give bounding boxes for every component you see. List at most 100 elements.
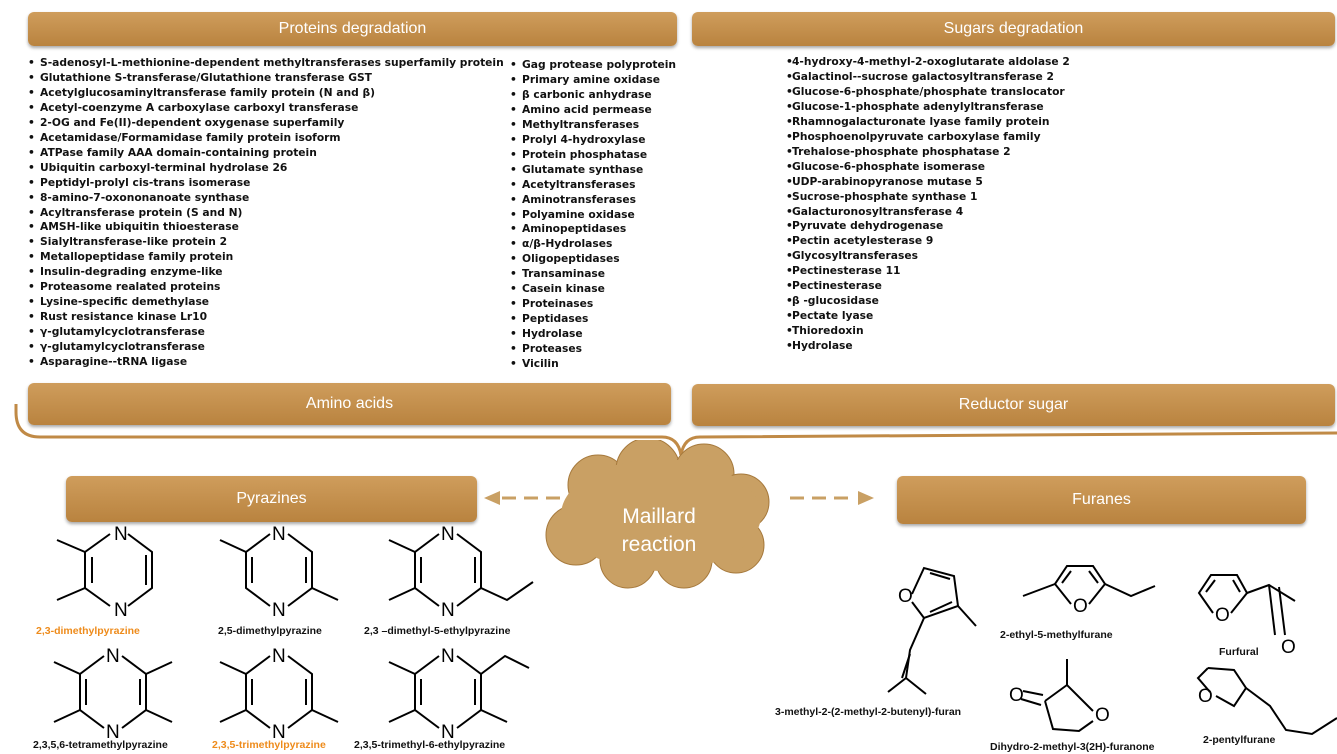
o-atom-label: O [898,586,913,607]
o-atom-label: O [1198,686,1213,707]
list-item: Acetamidase/Formamidase family protein i… [28,131,504,146]
list-item: α/β-Hydrolases [510,237,676,252]
list-item: Rust resistance kinase Lr10 [28,310,504,325]
n-atom-label: N [441,600,455,621]
list-item: Pectinesterase 11 [786,264,1070,279]
label-2-3-5-trimethylpyrazine: 2,3,5-trimethylpyrazine [212,739,326,751]
list-item: Galacturonosyltransferase 4 [786,205,1070,220]
list-item: Glutamate synthase [510,163,676,178]
list-item: Polyamine oxidase [510,208,676,223]
list-item: Proteases [510,342,676,357]
protein-enzyme-list-2: Gag protease polyproteinPrimary amine ox… [510,58,676,372]
list-item: Glucose-6-phosphate/phosphate translocat… [786,85,1070,100]
list-item: Sialyltransferase-like protein 2 [28,235,504,250]
list-item: Peptidyl-prolyl cis-trans isomerase [28,176,504,191]
list-item: S-adenosyl-L-methionine-dependent methyl… [28,56,504,71]
list-item: Hydrolase [786,339,1070,354]
n-atom-label: N [114,524,128,545]
label-2-ethyl-5-methylfurane: 2-ethyl-5-methylfurane [1000,629,1113,641]
list-item: Acyltransferase protein (S and N) [28,206,504,221]
list-item: Pectinesterase [786,279,1070,294]
convergence-brace [14,404,1337,456]
list-item: Amino acid permease [510,103,676,118]
list-item: Metallopeptidase family protein [28,250,504,265]
list-item: Hydrolase [510,327,676,342]
label-2-3-5-6-tetramethylpyrazine: 2,3,5,6-tetramethylpyrazine [33,739,168,751]
list-item: ATPase family AAA domain-containing prot… [28,146,504,161]
list-item: Pyruvate dehydrogenase [786,219,1070,234]
list-item: Prolyl 4-hydroxylase [510,133,676,148]
list-item: Acetyltransferases [510,178,676,193]
o-atom-label: O [1009,685,1024,706]
list-item: Phosphoenolpyruvate carboxylase family [786,130,1070,145]
list-item: β carbonic anhydrase [510,88,676,103]
list-item: Rhamnogalacturonate lyase family protein [786,115,1070,130]
n-atom-label: N [272,646,286,667]
list-item: Protein phosphatase [510,148,676,163]
sugar-enzyme-list: 4-hydroxy-4-methyl-2-oxoglutarate aldola… [786,55,1070,354]
list-item: Casein kinase [510,282,676,297]
amino-acids-title: Amino acids [305,395,394,412]
n-atom-label: N [441,722,455,743]
list-item: Primary amine oxidase [510,73,676,88]
list-item: Transaminase [510,267,676,282]
structure-2-3-5-trimethyl-6-ethylpyrazine: N N [388,646,530,743]
list-item: Proteasome realated proteins [28,280,504,295]
list-item: Pectate lyase [786,309,1070,324]
structure-dihydro-2-methyl-3-2h-furanone: O O [1009,659,1110,733]
list-item: Glucose-6-phosphate isomerase [786,160,1070,175]
list-item: Asparagine--tRNA ligase [28,355,504,370]
list-item: γ-glutamylcyclotransferase [28,325,504,340]
label-3-methyl-2-2-methyl-2-butenyl-furan: 3-methyl-2-(2-methyl-2-butenyl)-furan [775,706,962,718]
list-item: Aminopeptidases [510,222,676,237]
list-item: Pectin acetylesterase 9 [786,234,1070,249]
list-item: 4-hydroxy-4-methyl-2-oxoglutarate aldola… [786,55,1070,70]
structure-2-3-dimethylpyrazine: N N [56,524,153,621]
list-item: Proteinases [510,297,676,312]
list-item: 8-amino-7-oxononanoate synthase [28,191,504,206]
o-atom-label: O [1215,605,1230,626]
structure-2-3-5-trimethylpyrazine: N N [219,646,339,743]
sugars-degradation-title: Sugars degradation [943,20,1084,37]
label-2-3-dimethylpyrazine: 2,3-dimethylpyrazine [36,625,140,637]
structure-furfural: O O [1197,574,1296,658]
label-2-3-5-trimethyl-6-ethylpyrazine: 2,3,5-trimethyl-6-ethylpyrazine [354,739,506,751]
list-item: AMSH-like ubiquitin thioesterase [28,220,504,235]
structure-2-5-dimethylpyrazine: N N [219,524,339,621]
list-item: Acetyl-coenzyme A carboxylase carboxyl t… [28,101,504,116]
n-atom-label: N [441,524,455,545]
list-item: Sucrose-phosphate synthase 1 [786,190,1070,205]
n-atom-label: N [272,722,286,743]
proteins-degradation-header: Proteins degradation [28,12,677,46]
n-atom-label: N [272,524,286,545]
structure-3-methyl-2-2-methyl-2-butenyl-furan: O [887,566,977,695]
list-item: γ-glutamylcyclotransferase [28,340,504,355]
n-atom-label: N [272,600,286,621]
n-atom-label: N [441,646,455,667]
amino-acids-header: Amino acids [28,383,671,425]
list-item: Acetylglucosaminyltransferase family pro… [28,86,504,101]
list-item: β -glucosidase [786,294,1070,309]
structure-2-3-5-6-tetramethylpyrazine: N N [53,646,173,743]
list-item: Galactinol--sucrose galactosyltransferas… [786,70,1070,85]
n-atom-label: N [106,646,120,667]
list-item: Glutathione S-transferase/Glutathione tr… [28,71,504,86]
list-item: Glycosyltransferases [786,249,1070,264]
n-atom-label: N [106,722,120,743]
list-item: UDP-arabinopyranose mutase 5 [786,175,1070,190]
maillard-reaction-label: Maillard reaction [621,505,697,556]
label-dihydro-2-methyl-3-2h-furanone: Dihydro-2-methyl-3(2H)-furanone [990,741,1155,753]
n-atom-label: N [114,600,128,621]
arrow-to-pyrazines [484,491,562,505]
reductor-sugar-title: Reductor sugar [958,396,1069,413]
structure-2-pentylfurane: O [1196,667,1337,736]
pyrazines-title: Pyrazines [236,490,307,507]
list-item: Insulin-degrading enzyme-like [28,265,504,280]
label-2-5-dimethylpyrazine: 2,5-dimethylpyrazine [218,625,322,637]
list-item: Ubiquitin carboxyl-terminal hydrolase 26 [28,161,504,176]
list-item: Methyltransferases [510,118,676,133]
furanes-title: Furanes [1072,491,1131,508]
list-item: Thioredoxin [786,324,1070,339]
arrow-to-furanes [790,491,874,505]
o-atom-label: O [1095,705,1110,726]
